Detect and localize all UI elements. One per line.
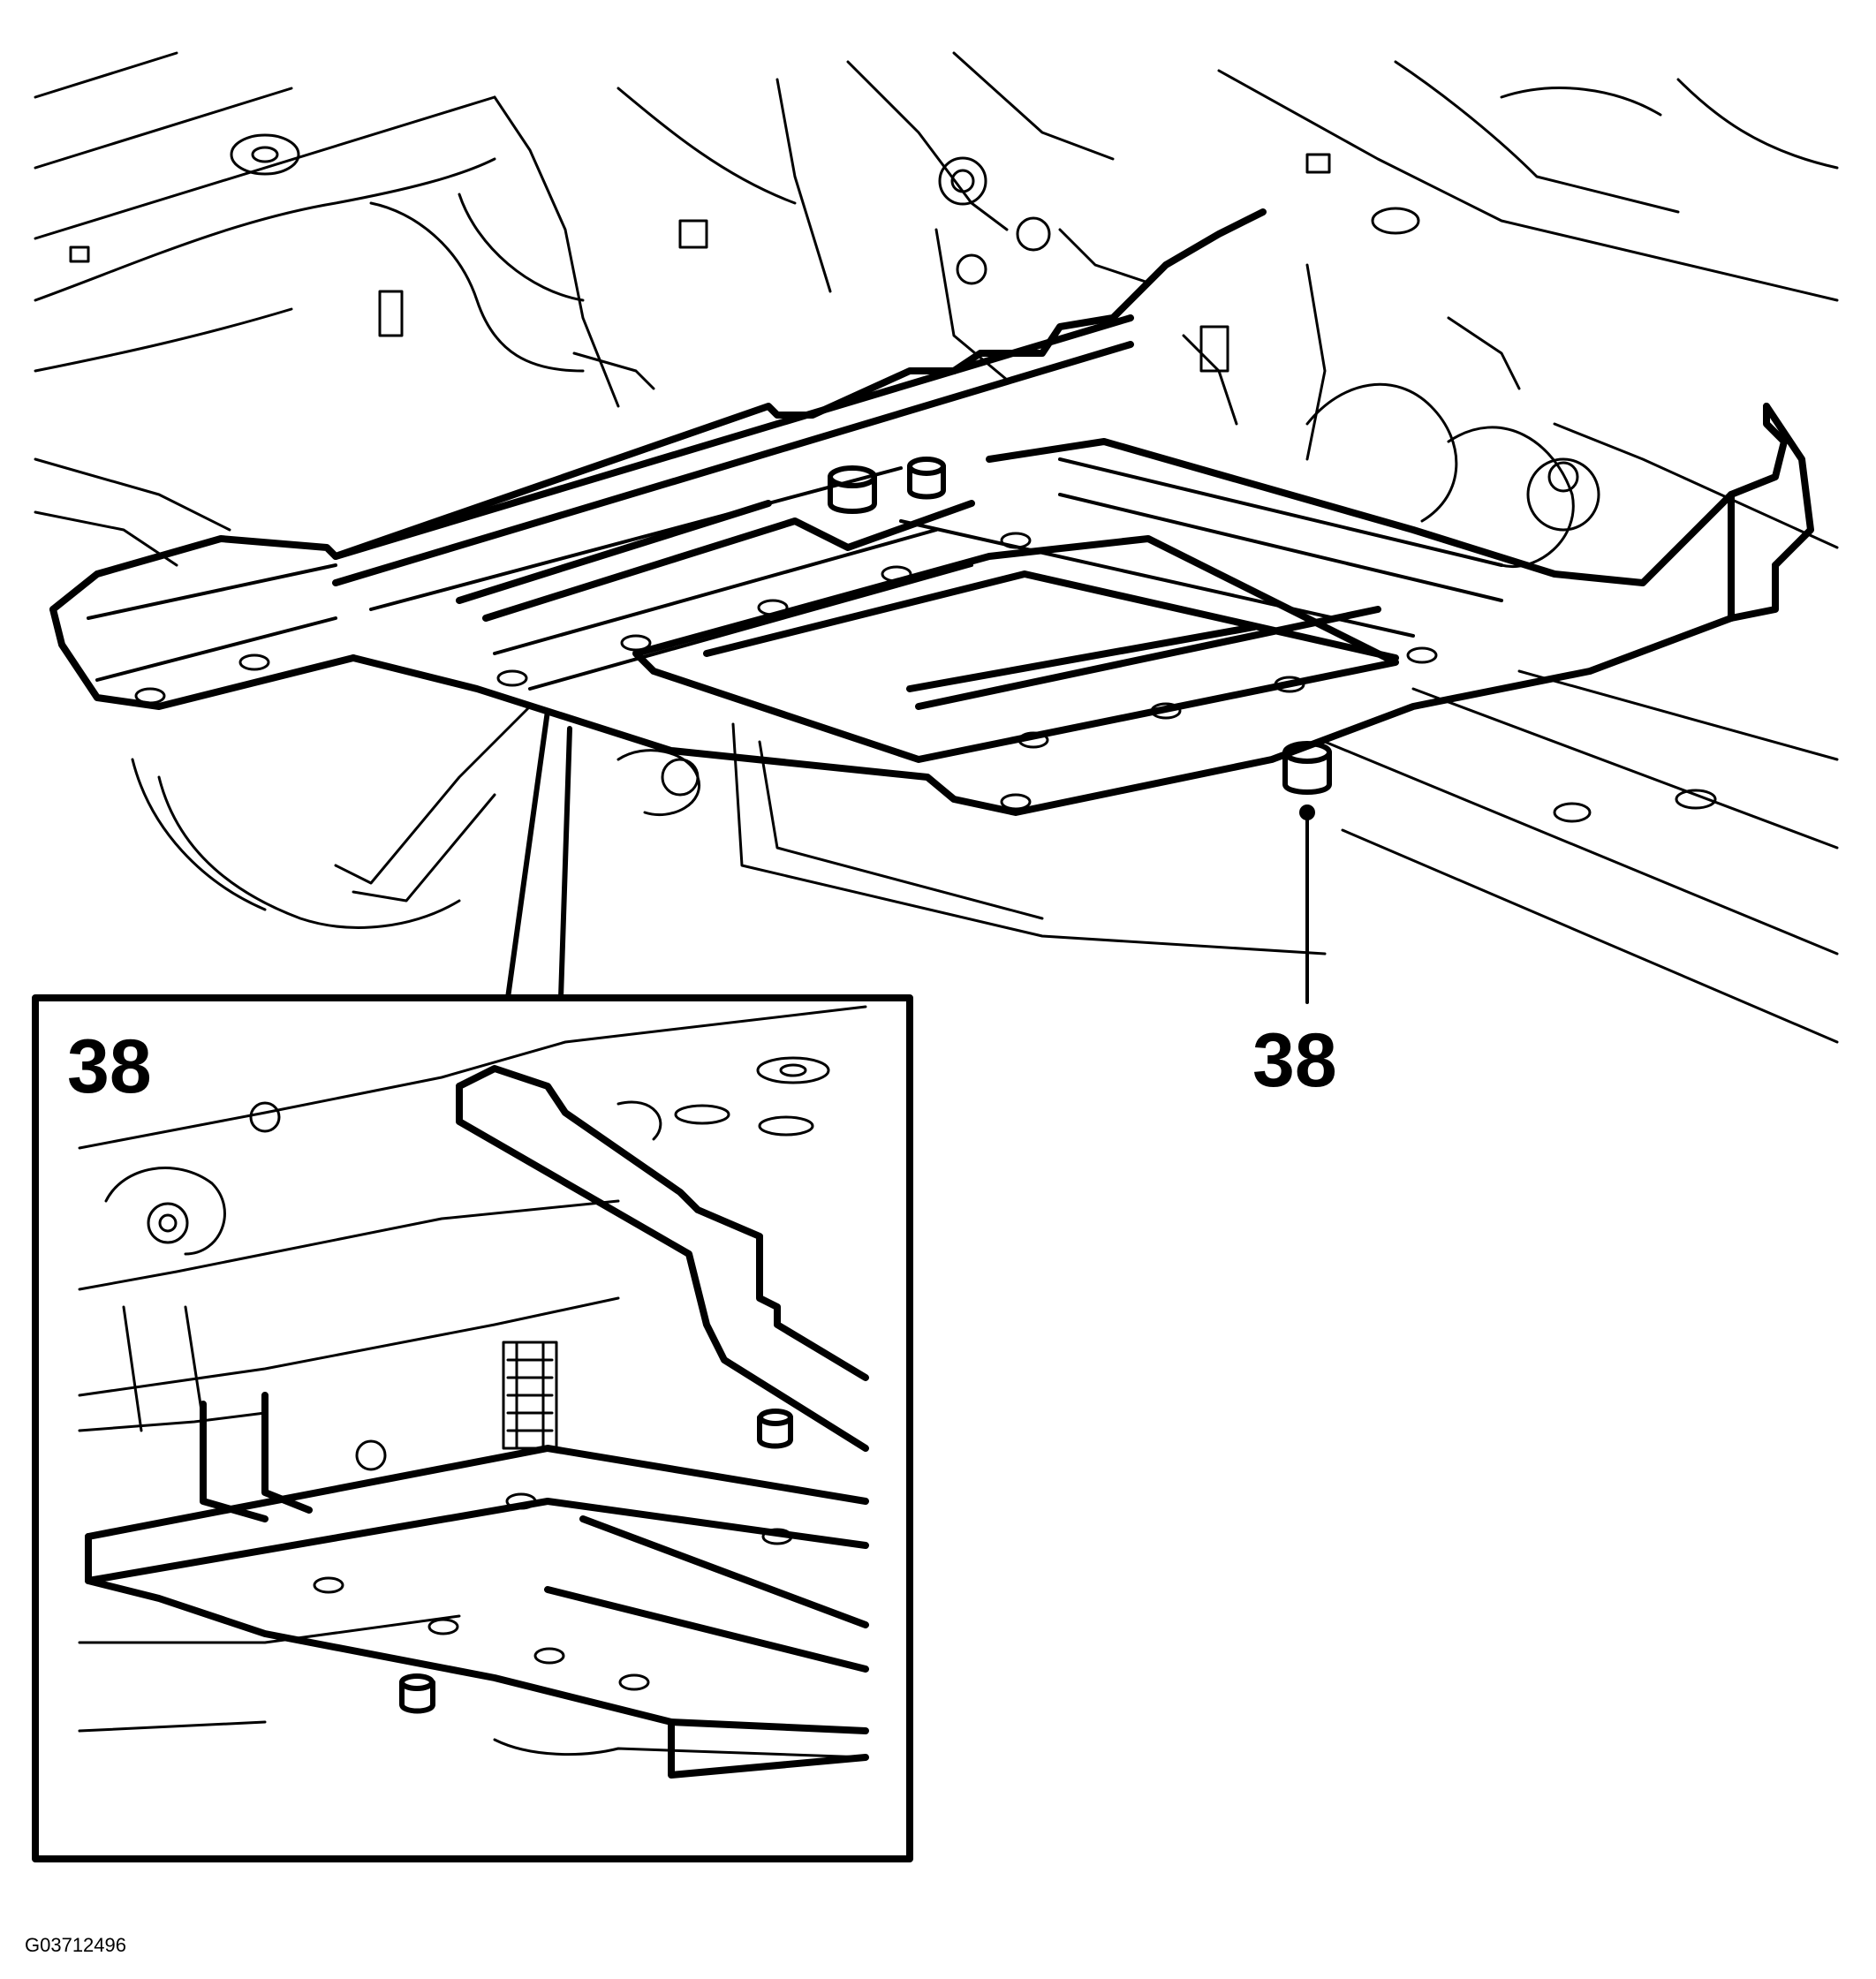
drain-plug-inset (399, 1409, 793, 1714)
inset-leader (505, 708, 572, 1001)
underbody-background (34, 51, 1839, 1044)
detail-inset-frame (32, 994, 913, 1862)
callout-dot-main (1299, 804, 1315, 820)
oil-pan-frame (49, 208, 1814, 816)
callout-label-main: 38 (1252, 1018, 1337, 1103)
pan-rails (87, 457, 1503, 691)
pan-bolts (134, 532, 1438, 811)
figure-id-label: G03712496 (25, 1934, 126, 1956)
callout-label-inset: 38 (67, 1024, 152, 1109)
inset-drawing (78, 1005, 869, 1779)
background-details (69, 133, 1717, 823)
drain-plug-main (828, 457, 1332, 795)
